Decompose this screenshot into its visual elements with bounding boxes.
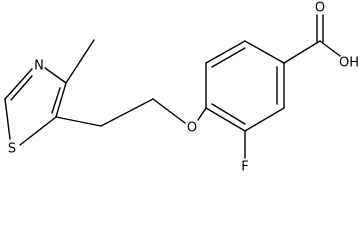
thiazole-ring	[4, 67, 67, 146]
bond-c4-c5-inner	[51, 87, 61, 114]
bond-linker-1	[55, 116, 102, 127]
bond-c2-n-double-outer	[4, 68, 33, 100]
bond-n-c4	[44, 67, 67, 84]
atom-carbonyl-oxygen: O	[315, 1, 325, 16]
bond-c4-c5	[55, 82, 67, 118]
bond-c2-n-double-inner	[10, 75, 33, 101]
bond-o-aryl	[197, 107, 207, 121]
bond-c-cooh	[283, 40, 321, 64]
atom-ether-oxygen: O	[187, 121, 197, 136]
benzene-ring	[205, 40, 285, 132]
bond-ar-5	[244, 107, 285, 132]
bond-linker-3	[152, 98, 186, 124]
bond-methyl	[65, 39, 95, 84]
bond-ar-2	[205, 40, 246, 64]
bond-c-oh	[319, 40, 341, 57]
bond-ar-6-inner	[211, 103, 246, 125]
bond-ar-6	[205, 107, 246, 132]
atom-hydroxyl: OH	[339, 56, 359, 71]
bond-c5-s	[19, 116, 57, 146]
atom-nitrogen: N	[34, 59, 44, 74]
molecule-structure: S N O F O OH	[4, 1, 359, 175]
atom-fluorine: F	[241, 160, 248, 175]
bond-linker-2	[100, 98, 154, 127]
bond-s-c2	[4, 98, 11, 140]
structure-canvas: S N O F O OH	[4, 1, 359, 175]
bond-ar-2-inner	[211, 47, 246, 68]
bond-ar-3	[244, 40, 285, 64]
atom-sulfur: S	[8, 142, 16, 157]
